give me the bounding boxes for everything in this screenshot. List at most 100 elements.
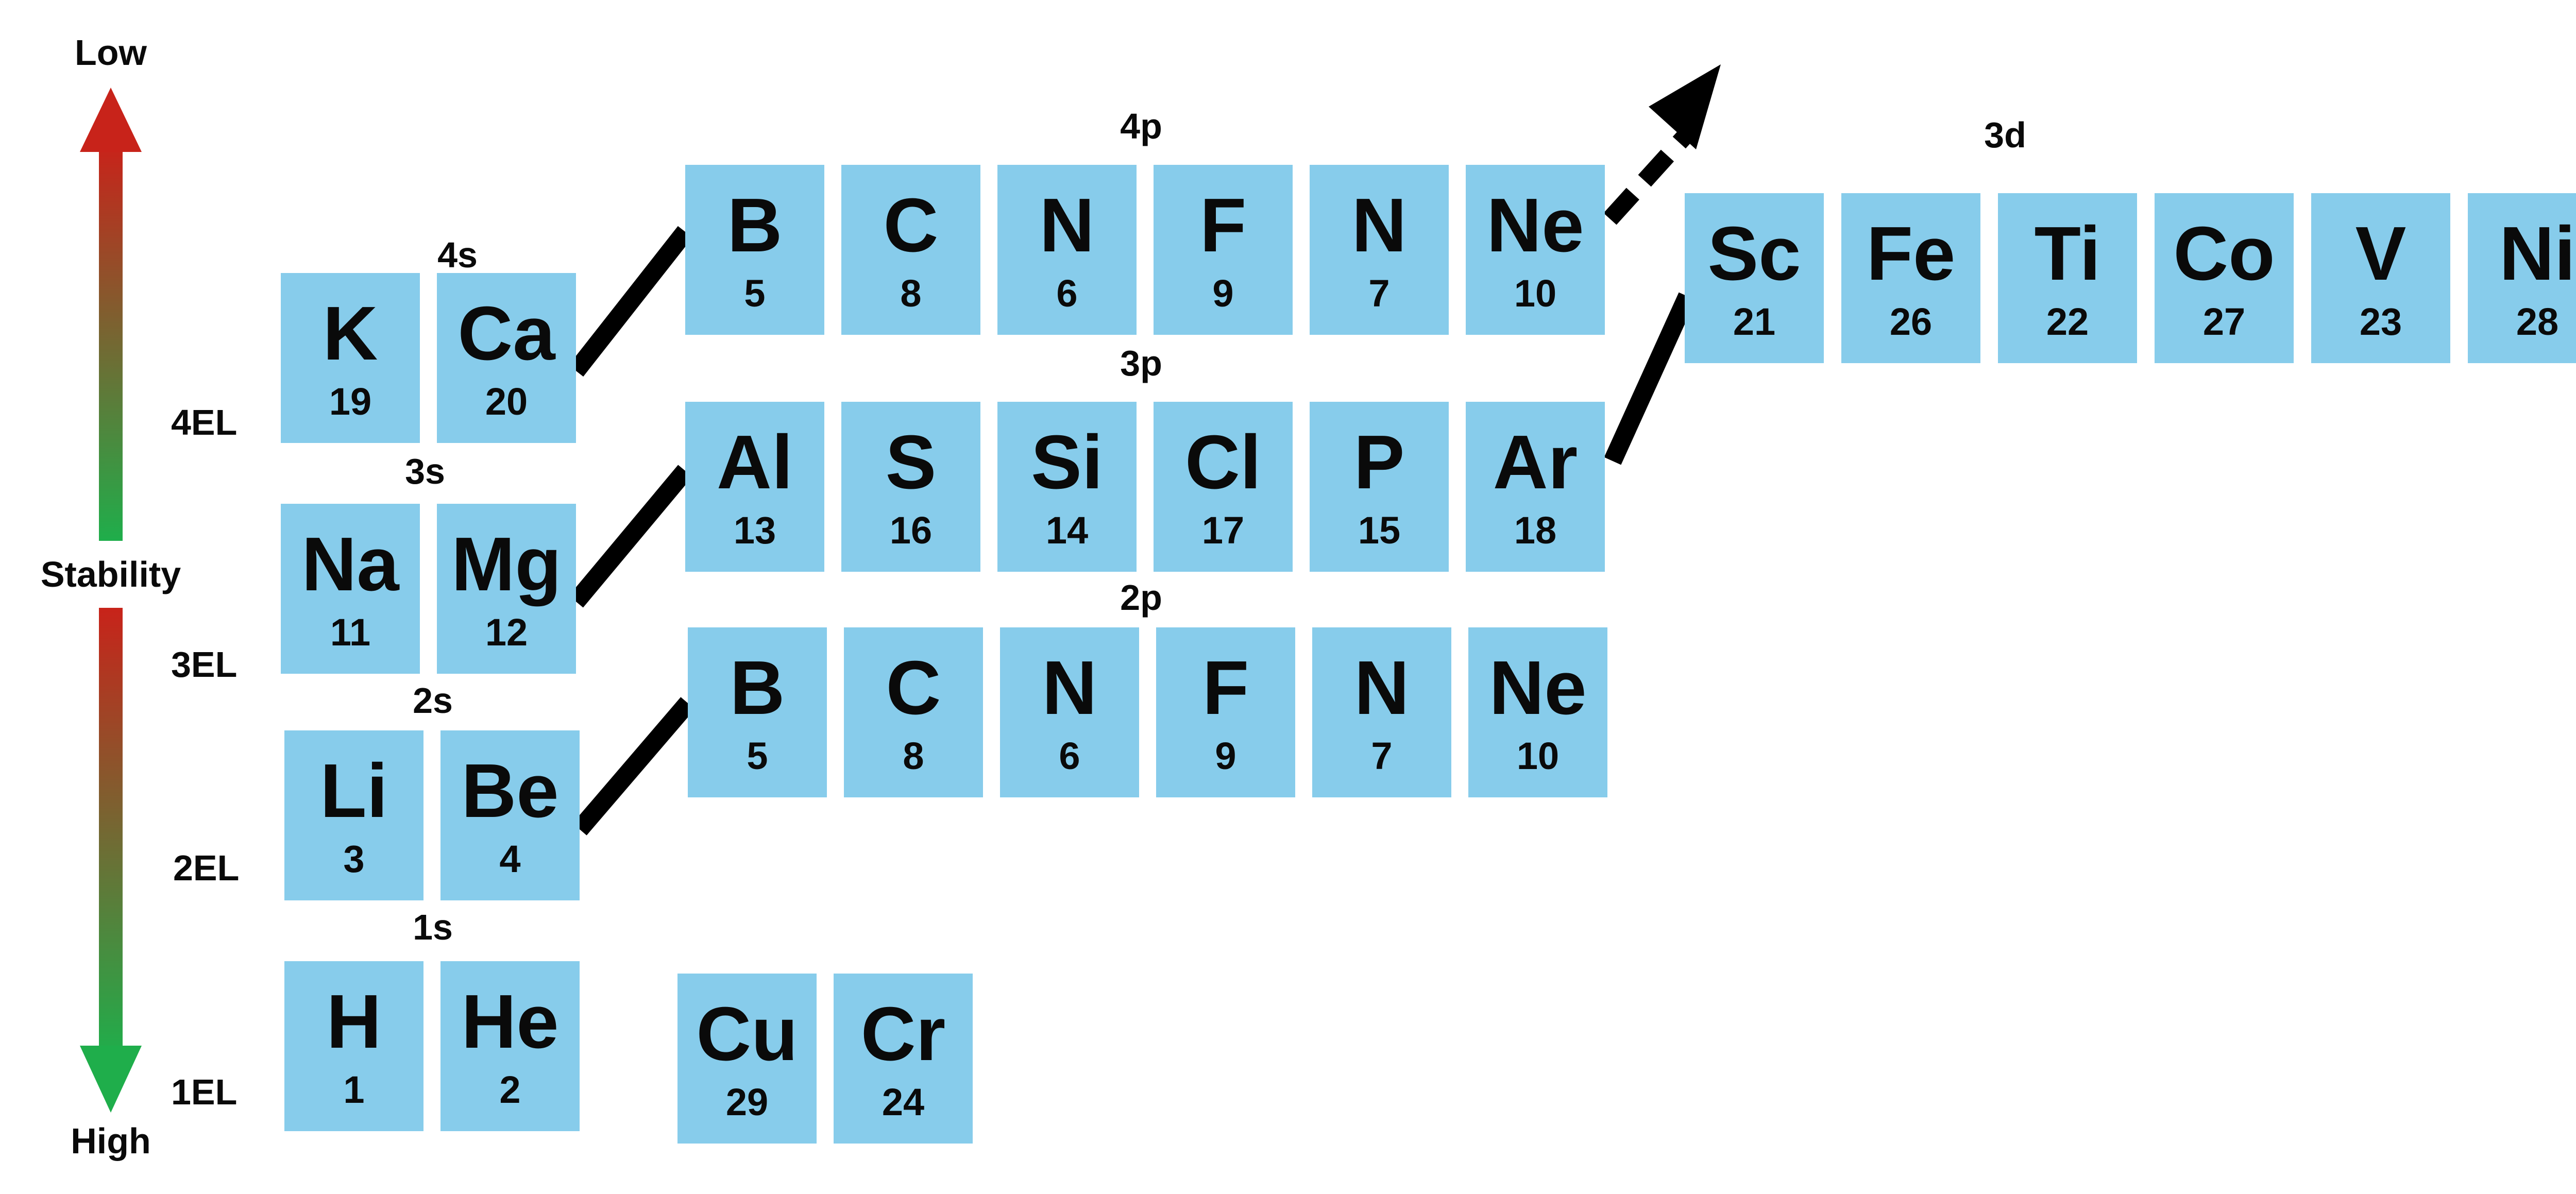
element-symbol: Sc xyxy=(1707,211,1801,296)
atomic-number: 17 xyxy=(1201,509,1245,552)
atomic-number: 16 xyxy=(889,509,933,552)
element-symbol: V xyxy=(2355,211,2406,296)
atomic-number: 5 xyxy=(744,272,766,315)
element-symbol: S xyxy=(885,420,937,505)
level-label-4el: 4EL xyxy=(171,402,238,442)
element-symbol: F xyxy=(1202,645,1249,730)
element-symbol: Ne xyxy=(1489,645,1587,730)
element-symbol: Si xyxy=(1031,420,1103,505)
atomic-number: 23 xyxy=(2359,300,2402,343)
element-symbol: Be xyxy=(461,748,559,833)
connector-4s-4p xyxy=(568,226,693,377)
dashed-arrow-head xyxy=(1649,64,1721,149)
atomic-number: 6 xyxy=(1059,735,1080,777)
atomic-number: 19 xyxy=(329,380,372,423)
stability-arrow-lower-shaft xyxy=(99,608,123,1056)
element-symbol: B xyxy=(730,645,785,730)
atomic-number: 2 xyxy=(499,1068,521,1111)
element-symbol: Ca xyxy=(457,291,555,376)
atomic-number: 10 xyxy=(1516,735,1560,777)
element-symbol: Al xyxy=(717,420,793,505)
atomic-number: 3 xyxy=(343,838,365,880)
subshell-label-2p: 2p xyxy=(1120,577,1162,618)
stability-title-label: Stability xyxy=(40,554,181,594)
atomic-number: 5 xyxy=(747,735,768,777)
atomic-number: 9 xyxy=(1215,735,1236,777)
element-symbol: H xyxy=(326,979,382,1064)
atomic-number: 12 xyxy=(485,611,528,654)
element-symbol: K xyxy=(323,291,378,376)
connector-3s-3p xyxy=(569,465,692,608)
level-label-3el: 3EL xyxy=(171,644,238,685)
element-symbol: C xyxy=(883,183,939,268)
atomic-number: 7 xyxy=(1368,272,1390,315)
atomic-number: 11 xyxy=(330,611,371,654)
atomic-number: 1 xyxy=(343,1068,365,1111)
element-symbol: Ne xyxy=(1486,183,1584,268)
connector-3p-3d xyxy=(1604,292,1696,465)
connector-2s-2p xyxy=(572,697,695,835)
element-symbol: Na xyxy=(301,522,399,607)
atomic-number: 26 xyxy=(1889,300,1933,343)
subshell-label-4s: 4s xyxy=(437,235,478,275)
element-cell: Li 3 xyxy=(284,730,423,900)
atomic-number: 20 xyxy=(485,380,528,423)
atomic-number: 18 xyxy=(1514,509,1557,552)
element-symbol: F xyxy=(1199,183,1247,268)
element-cell: Ne 10 xyxy=(1468,627,1607,797)
element-symbol: Li xyxy=(320,748,388,833)
element-symbol: Co xyxy=(2173,211,2275,296)
atomic-number: 9 xyxy=(1212,272,1234,315)
level-label-1el: 1EL xyxy=(171,1072,238,1112)
atomic-number: 13 xyxy=(733,509,776,552)
atomic-number: 29 xyxy=(725,1081,769,1123)
subshell-label-3s: 3s xyxy=(405,451,445,491)
atomic-number: 22 xyxy=(2046,300,2089,343)
element-symbol: Ti xyxy=(2034,211,2101,296)
element-symbol: Cr xyxy=(860,992,946,1077)
element-symbol: Mg xyxy=(451,522,562,607)
element-symbol: He xyxy=(461,979,559,1064)
atomic-number: 8 xyxy=(900,272,922,315)
atomic-number: 27 xyxy=(2202,300,2246,343)
atomic-number: 14 xyxy=(1045,509,1089,552)
element-symbol: Ni xyxy=(2499,211,2575,296)
subshell-label-4p: 4p xyxy=(1120,106,1162,146)
dashed-arrow-shaft xyxy=(1603,130,1691,225)
element-symbol: Ar xyxy=(1493,420,1578,505)
atomic-number: 4 xyxy=(499,838,521,880)
dashed-arrow-4p xyxy=(1603,64,1721,225)
element-symbol: N xyxy=(1354,645,1410,730)
element-symbol: N xyxy=(1351,183,1407,268)
subshell-label-3d: 3d xyxy=(1984,115,2026,155)
atomic-number: 28 xyxy=(2516,300,2559,343)
element-cell: Be 4 xyxy=(440,730,580,900)
atomic-number: 15 xyxy=(1358,509,1401,552)
level-label-2el: 2EL xyxy=(173,848,240,888)
element-symbol: C xyxy=(886,645,941,730)
